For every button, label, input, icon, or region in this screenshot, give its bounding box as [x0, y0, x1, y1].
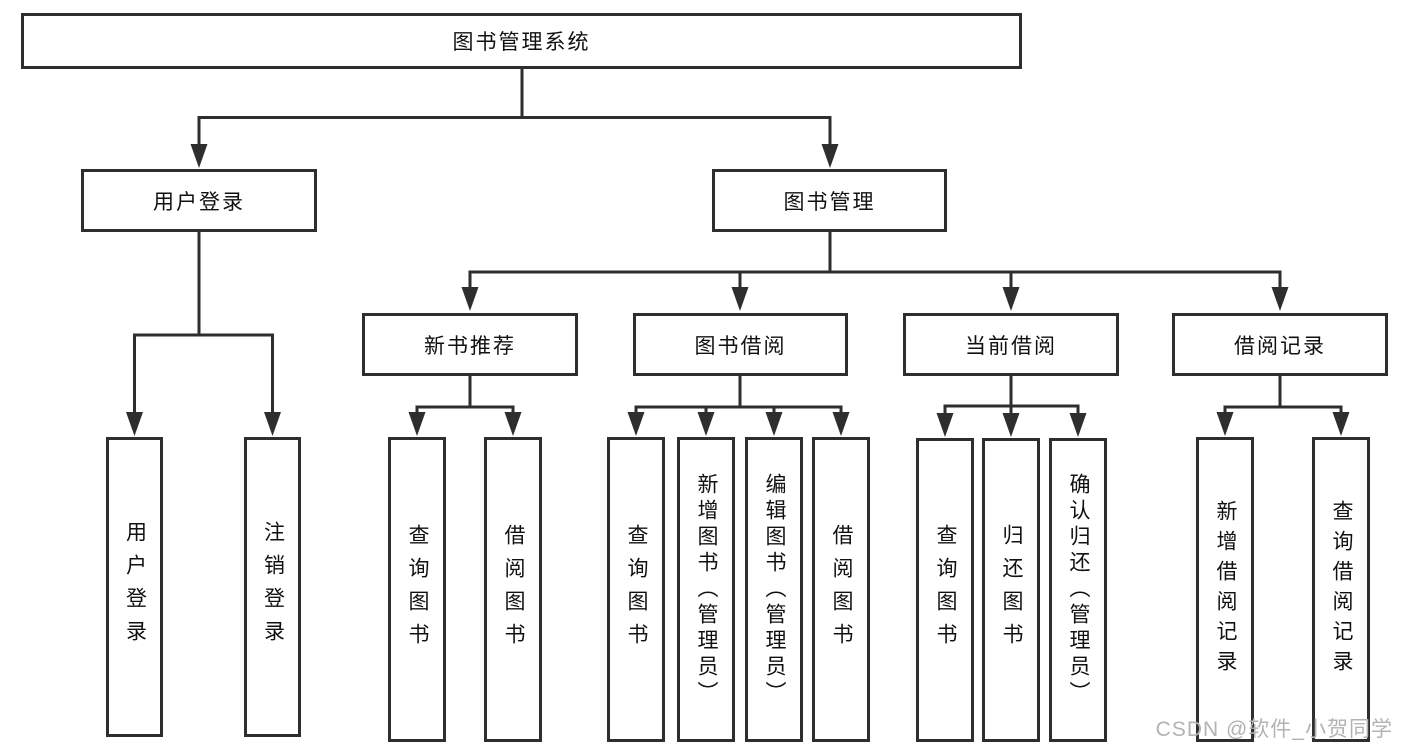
csdn-watermark: CSDN @软件_小贺同学: [1155, 718, 1393, 741]
leaf-user-login-label: 用户登录: [123, 521, 147, 653]
node-book-management: 图书管理: [712, 169, 947, 232]
node-current-borrow-label: 当前借阅: [965, 334, 1057, 358]
leaf-query-books-3-label: 查询图书: [934, 524, 957, 656]
node-book-management-label: 图书管理: [783, 190, 876, 214]
leaf-add-books-admin-label: 新增图书（管理员）: [695, 472, 718, 707]
leaf-query-books-2-label: 查询图书: [625, 523, 648, 656]
node-user-login-label: 用户登录: [153, 190, 245, 214]
node-current-borrow: 当前借阅: [903, 313, 1119, 376]
node-borrow-records: 借阅记录: [1172, 313, 1388, 376]
leaf-query-borrow-record: 查询借阅记录: [1312, 437, 1370, 742]
leaf-borrow-books-2: 借阅图书: [812, 437, 870, 742]
leaf-add-borrow-record-label: 新增借阅记录: [1214, 499, 1237, 680]
node-borrow-records-label: 借阅记录: [1234, 334, 1326, 358]
node-new-book-recommend: 新书推荐: [362, 313, 578, 376]
leaf-borrow-books-1: 借阅图书: [484, 437, 542, 742]
leaf-add-borrow-record: 新增借阅记录: [1196, 437, 1254, 742]
node-user-login: 用户登录: [81, 169, 317, 232]
leaf-query-books-1: 查询图书: [388, 437, 446, 742]
leaf-query-books-1-label: 查询图书: [406, 523, 429, 656]
leaf-logout-label: 注销登录: [261, 521, 285, 653]
leaf-query-borrow-record-label: 查询借阅记录: [1330, 499, 1353, 680]
node-new-book-recommend-label: 新书推荐: [424, 334, 516, 358]
leaf-confirm-return-admin: 确认归还（管理员）: [1049, 438, 1107, 742]
leaf-borrow-books-2-label: 借阅图书: [830, 523, 853, 656]
node-book-borrow-label: 图书借阅: [694, 334, 787, 358]
leaf-return-books: 归还图书: [982, 438, 1040, 742]
leaf-borrow-books-1-label: 借阅图书: [502, 523, 525, 656]
leaf-logout: 注销登录: [244, 437, 301, 737]
leaf-user-login: 用户登录: [106, 437, 163, 737]
leaf-edit-books-admin: 编辑图书（管理员）: [745, 437, 803, 742]
leaf-confirm-return-admin-label: 确认归还（管理员）: [1067, 473, 1090, 707]
leaf-return-books-label: 归还图书: [1000, 524, 1023, 656]
leaf-query-books-2: 查询图书: [607, 437, 665, 742]
node-book-borrow: 图书借阅: [633, 313, 848, 376]
root-node-library-system: 图书管理系统: [21, 13, 1022, 69]
leaf-edit-books-admin-label: 编辑图书（管理员）: [763, 472, 786, 707]
leaf-query-books-3: 查询图书: [916, 438, 974, 742]
leaf-add-books-admin: 新增图书（管理员）: [677, 437, 735, 742]
root-node-label: 图书管理系统: [452, 31, 591, 54]
